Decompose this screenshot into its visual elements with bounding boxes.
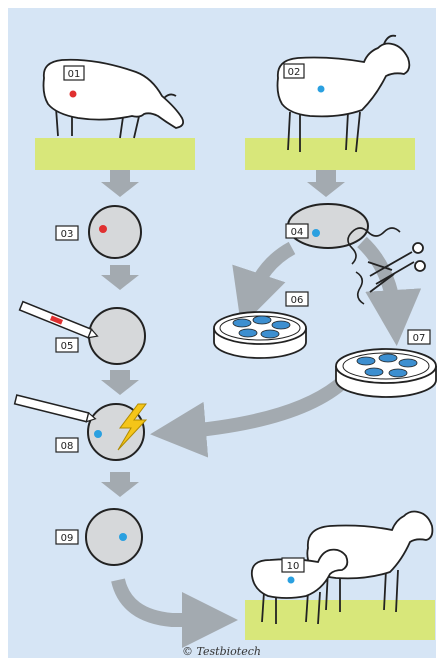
grass-patch bbox=[35, 138, 195, 170]
petri-dish-icon bbox=[214, 312, 306, 358]
step-label: 04 bbox=[291, 227, 304, 238]
nucleus-blue bbox=[119, 533, 127, 541]
nucleus-blue bbox=[318, 86, 325, 93]
grass-patch bbox=[245, 138, 415, 170]
nucleus-blue bbox=[288, 577, 295, 584]
petri-dish-icon bbox=[336, 349, 436, 397]
step-label: 06 bbox=[291, 295, 304, 306]
nucleus-red bbox=[99, 225, 107, 233]
cell-icon bbox=[86, 509, 142, 565]
step-label: 08 bbox=[61, 441, 74, 452]
step-label: 07 bbox=[413, 333, 426, 344]
step-label: 03 bbox=[61, 229, 74, 240]
nucleus-red bbox=[70, 91, 77, 98]
nucleus-blue bbox=[312, 229, 320, 237]
credit-text: © Testbiotech bbox=[0, 645, 443, 658]
cell-icon bbox=[89, 206, 141, 258]
step-label: 01 bbox=[68, 69, 81, 80]
cell-04: 04 bbox=[286, 204, 368, 248]
step-label: 05 bbox=[61, 341, 74, 352]
nucleus-blue bbox=[94, 430, 102, 438]
step-label: 09 bbox=[61, 533, 74, 544]
step-label: 02 bbox=[288, 67, 301, 78]
step-label: 10 bbox=[287, 561, 300, 572]
